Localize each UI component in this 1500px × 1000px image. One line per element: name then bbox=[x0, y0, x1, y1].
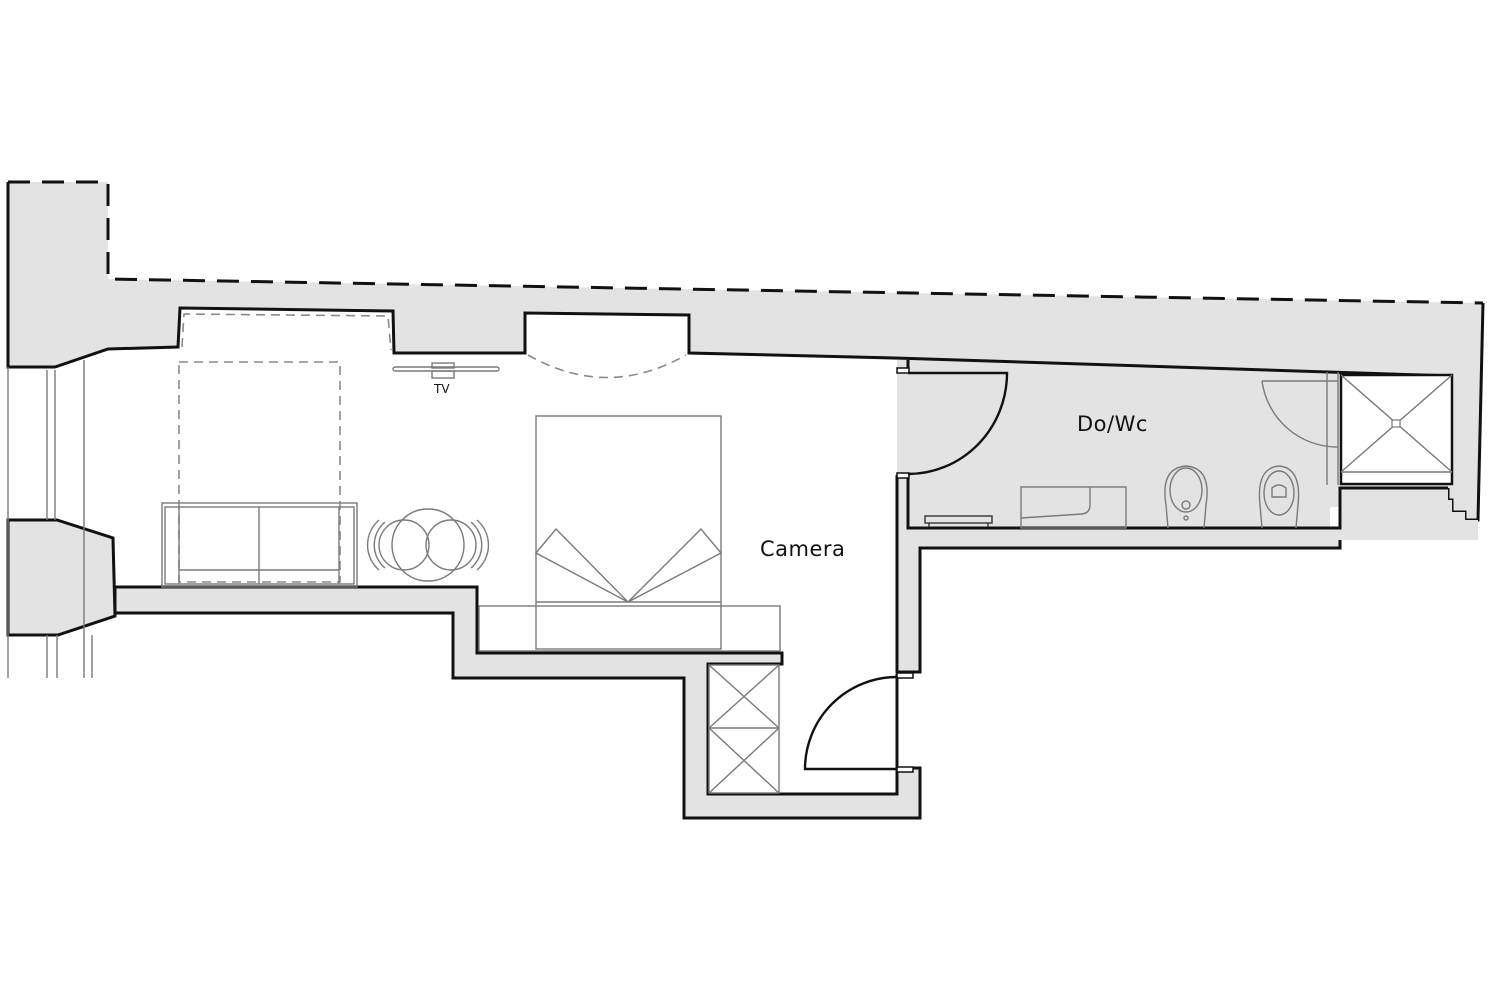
toilet-icon bbox=[1258, 465, 1300, 529]
partition-wall bbox=[897, 360, 1478, 672]
round-table-icon bbox=[366, 508, 490, 582]
wardrobe-icon bbox=[708, 664, 780, 794]
tv-icon bbox=[392, 362, 500, 379]
bathroom-door[interactable] bbox=[907, 371, 1009, 476]
sofa-bed-icon bbox=[161, 361, 358, 588]
left-pier bbox=[6, 518, 117, 637]
double-bed-icon bbox=[478, 415, 781, 652]
door-jamb bbox=[896, 766, 914, 773]
exterior-wall-left bbox=[6, 182, 1454, 378]
room-label-camera: Camera bbox=[760, 537, 846, 561]
window-recess-dashed bbox=[181, 313, 392, 351]
door-jamb bbox=[896, 472, 910, 479]
exterior-boundary-dashed bbox=[8, 180, 1484, 305]
tv-label: TV bbox=[434, 382, 450, 396]
door-jamb bbox=[896, 367, 910, 374]
room-label-dowc: Do/Wc bbox=[1077, 412, 1148, 436]
entrance-door[interactable] bbox=[803, 675, 898, 771]
shower-icon bbox=[1261, 372, 1454, 486]
washbasin-icon bbox=[1020, 486, 1127, 529]
window-swing bbox=[527, 354, 687, 379]
partition-lines bbox=[895, 475, 1342, 674]
bidet-icon bbox=[1164, 465, 1208, 529]
exterior-wall bbox=[8, 182, 1483, 672]
towel-rack-icon bbox=[924, 515, 993, 527]
south-wall bbox=[113, 585, 922, 820]
door-jamb bbox=[896, 672, 914, 679]
